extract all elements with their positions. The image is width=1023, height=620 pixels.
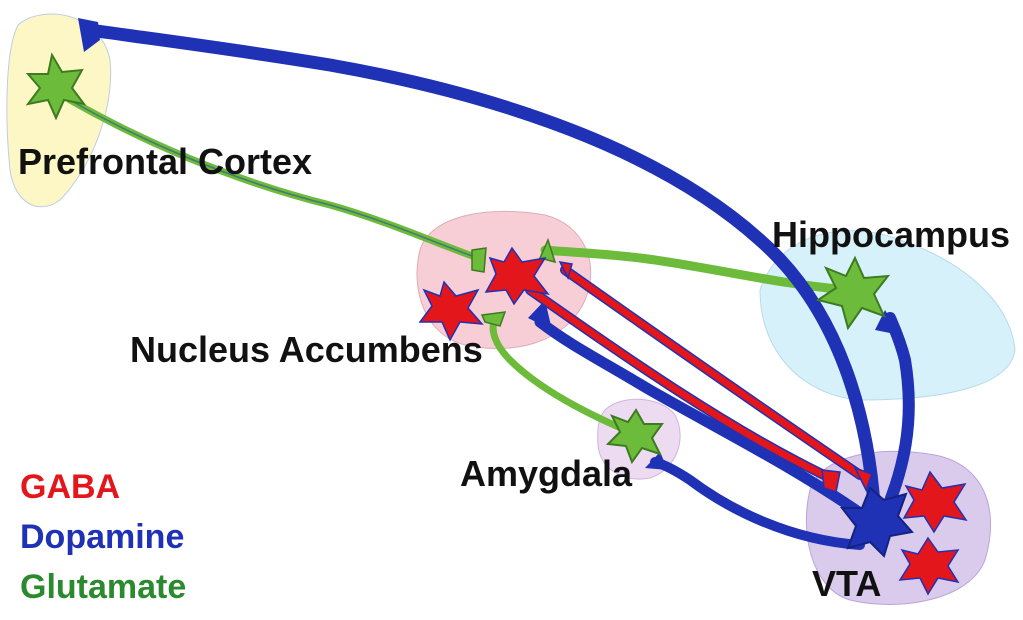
legend-dopamine: Dopamine — [20, 518, 184, 556]
hippocampus-label: Hippocampus — [772, 214, 1010, 255]
vta-gaba-neuron-1 — [902, 470, 968, 534]
nacc-gaba-origin — [558, 261, 573, 281]
nacc-gaba-neuron-2 — [418, 280, 484, 342]
vta-to-amygdala-dopamine-axon — [650, 457, 865, 550]
vta-dopamine-neuron — [839, 486, 914, 558]
prefrontal-cortex-label: Prefrontal Cortex — [18, 141, 312, 182]
nacc-dopamine-terminal — [528, 300, 552, 330]
nacc-to-vta-gaba-axon-lower — [526, 286, 834, 482]
vta-to-nacc-dopamine-axon — [534, 316, 876, 526]
region-labels: Prefrontal Cortex Hippocampus Nucleus Ac… — [18, 141, 1010, 604]
vta-gaba-terminal-2 — [853, 466, 873, 492]
pfc-dopamine-terminal — [78, 18, 100, 52]
amygdala-glutamate-neuron — [605, 408, 664, 465]
gaba-pathways — [525, 265, 865, 483]
prefrontal-glutamate-neuron — [25, 52, 87, 121]
pfc-glutamate-axon-outline — [69, 99, 479, 259]
vta-gaba-neuron-2 — [898, 536, 960, 596]
nucleus-accumbens-label: Nucleus Accumbens — [130, 329, 483, 370]
hippocampus-glutamate-neuron — [815, 255, 891, 331]
pfc-glutamate-terminal — [471, 247, 487, 273]
dopamine-terminals — [78, 18, 900, 470]
legend: GABA Dopamine Glutamate — [20, 468, 186, 606]
nacc-to-vta-gaba-axon-upper — [561, 266, 864, 479]
glutamate-terminals — [471, 237, 557, 327]
hippocampus-dopamine-terminal — [875, 310, 900, 335]
amygdala-dopamine-terminal — [645, 452, 668, 470]
nacc-gaba-neuron-1 — [484, 246, 550, 306]
vta-gaba-terminal-1 — [821, 469, 841, 493]
hippocampus-glutamate-terminal — [538, 237, 557, 264]
gaba-terminals — [558, 261, 873, 493]
legend-gaba: GABA — [20, 468, 120, 506]
amygdala-label: Amygdala — [460, 453, 633, 494]
amygdala-to-nacc-glutamate-axon — [489, 314, 634, 436]
amygdala-glutamate-terminal — [480, 311, 507, 327]
neurons — [25, 52, 968, 596]
vta-to-pfc-dopamine-axon — [83, 23, 882, 527]
legend-glutamate: Glutamate — [20, 568, 186, 606]
vta-label: VTA — [812, 563, 881, 604]
